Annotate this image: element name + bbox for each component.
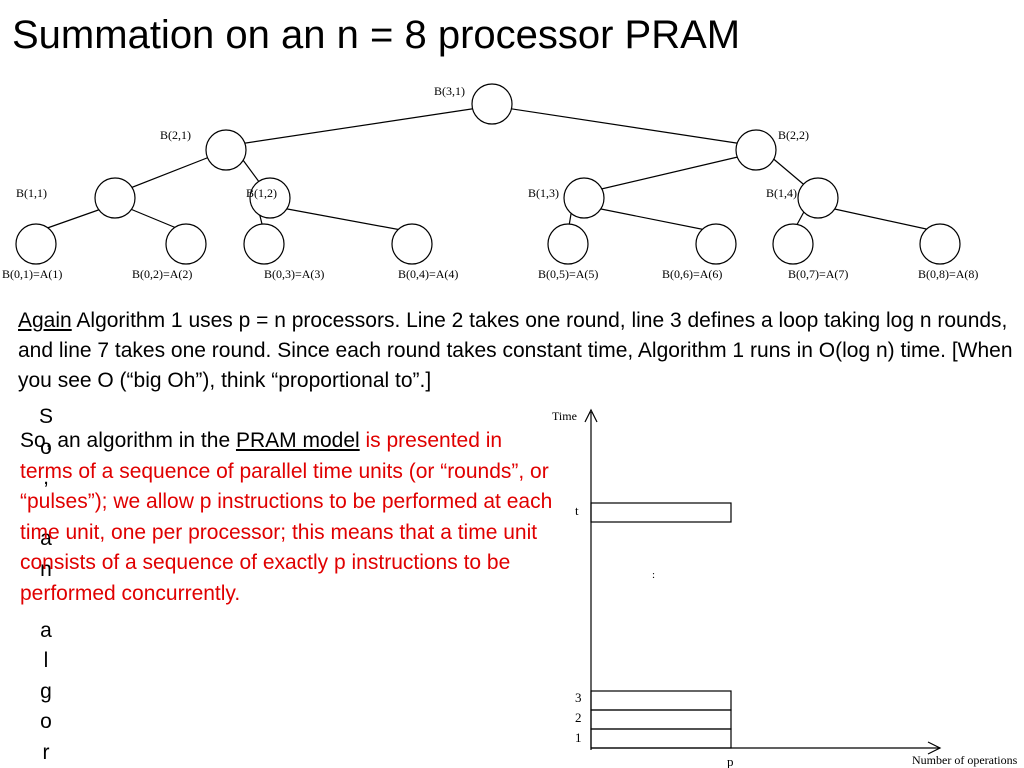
tree-node-b11 (94, 177, 136, 219)
tree-node-b21 (205, 129, 247, 171)
round-bar-t (590, 502, 732, 523)
tree-node-b14 (797, 177, 839, 219)
tree-label-b31: B(3,1) (434, 84, 465, 98)
vertical-letter: a (40, 618, 52, 642)
time-axis-arrow (584, 408, 598, 423)
vertical-letter: n (40, 557, 52, 581)
tree-leaf-4 (391, 223, 433, 265)
round-bar-2 (590, 709, 732, 730)
operations-axis-label: Number of operations (912, 753, 1018, 767)
tree-leaf-label-8: B(0,8)=A(8) (918, 267, 978, 281)
vertical-letter: l (43, 649, 49, 672)
time-operations-diagram: Time Number of operations t 3 2 1 p : (552, 408, 1018, 768)
tree-label-b12: B(1,2) (246, 186, 277, 200)
tree-leaf-1 (15, 223, 57, 265)
tree-node-b13 (563, 177, 605, 219)
tree-label-b11: B(1,1) (16, 186, 47, 200)
round-bar-3 (590, 690, 732, 711)
algorithm-explanation-text: Algorithm 1 uses p = n processors. Line … (18, 309, 1013, 392)
y-tick-2: 2 (575, 710, 582, 725)
tree-leaf-label-5: B(0,5)=A(5) (538, 267, 598, 281)
tree-leaf-label-7: B(0,7)=A(7) (788, 267, 848, 281)
pram-model-link[interactable]: PRAM model (235, 429, 360, 452)
tree-label-b21: B(2,1) (160, 128, 191, 142)
summation-tree-diagram: B(3,1) B(2,1) B(2,2) B(1,1) B(1,2) B(1,3… (2, 83, 978, 281)
vertical-letter: a (40, 527, 52, 550)
vertical-overflow-text: S o , a n a l g o r (36, 402, 56, 768)
tree-leaf-3 (243, 223, 285, 265)
y-tick-t: t (575, 503, 579, 518)
time-axis-label: Time (552, 409, 577, 423)
pram-paragraph-lead: So, an algorithm in the (20, 429, 236, 452)
tree-leaf-label-1: B(0,1)=A(1) (2, 267, 62, 281)
vertical-letter: , (43, 466, 49, 489)
pram-paragraph-red-text: is presented in terms of a sequence of p… (20, 429, 553, 605)
pram-model-paragraph: So, an algorithm in the PRAM model is pr… (20, 426, 560, 609)
operations-axis-arrow (927, 741, 942, 755)
y-tick-1: 1 (575, 730, 582, 745)
tree-label-b14: B(1,4) (766, 186, 797, 200)
again-link[interactable]: Again (18, 309, 72, 332)
vertical-letter: r (42, 740, 50, 764)
tree-leaf-6 (695, 223, 737, 265)
vertical-letter: S (38, 405, 53, 428)
tree-leaf-label-4: B(0,4)=A(4) (398, 267, 458, 281)
x-tick-p: p (727, 754, 734, 768)
tree-leaf-label-2: B(0,2)=A(2) (132, 267, 192, 281)
vertical-letter: g (40, 679, 52, 703)
tree-leaf-8 (919, 223, 961, 265)
tree-label-b13: B(1,3) (528, 186, 559, 200)
y-tick-3: 3 (575, 690, 582, 705)
slide-title: Summation on an n = 8 processor PRAM (12, 13, 741, 57)
tree-leaf-7 (772, 223, 814, 265)
continuation-dots: : (652, 569, 655, 581)
vertical-letter: o (40, 710, 52, 733)
algorithm-explanation-paragraph: Again Algorithm 1 uses p = n processors.… (18, 306, 1018, 396)
tree-leaf-label-3: B(0,3)=A(3) (264, 267, 324, 281)
tree-leaf-5 (547, 223, 589, 265)
tree-node-b22 (735, 129, 777, 171)
tree-node-b12 (249, 177, 291, 219)
tree-leaf-label-6: B(0,6)=A(6) (662, 267, 722, 281)
vertical-letter: o (40, 435, 52, 459)
tree-node-b31 (471, 83, 513, 125)
tree-leaf-2 (165, 223, 207, 265)
tree-label-b22: B(2,2) (778, 128, 809, 142)
round-bar-1 (590, 728, 732, 749)
